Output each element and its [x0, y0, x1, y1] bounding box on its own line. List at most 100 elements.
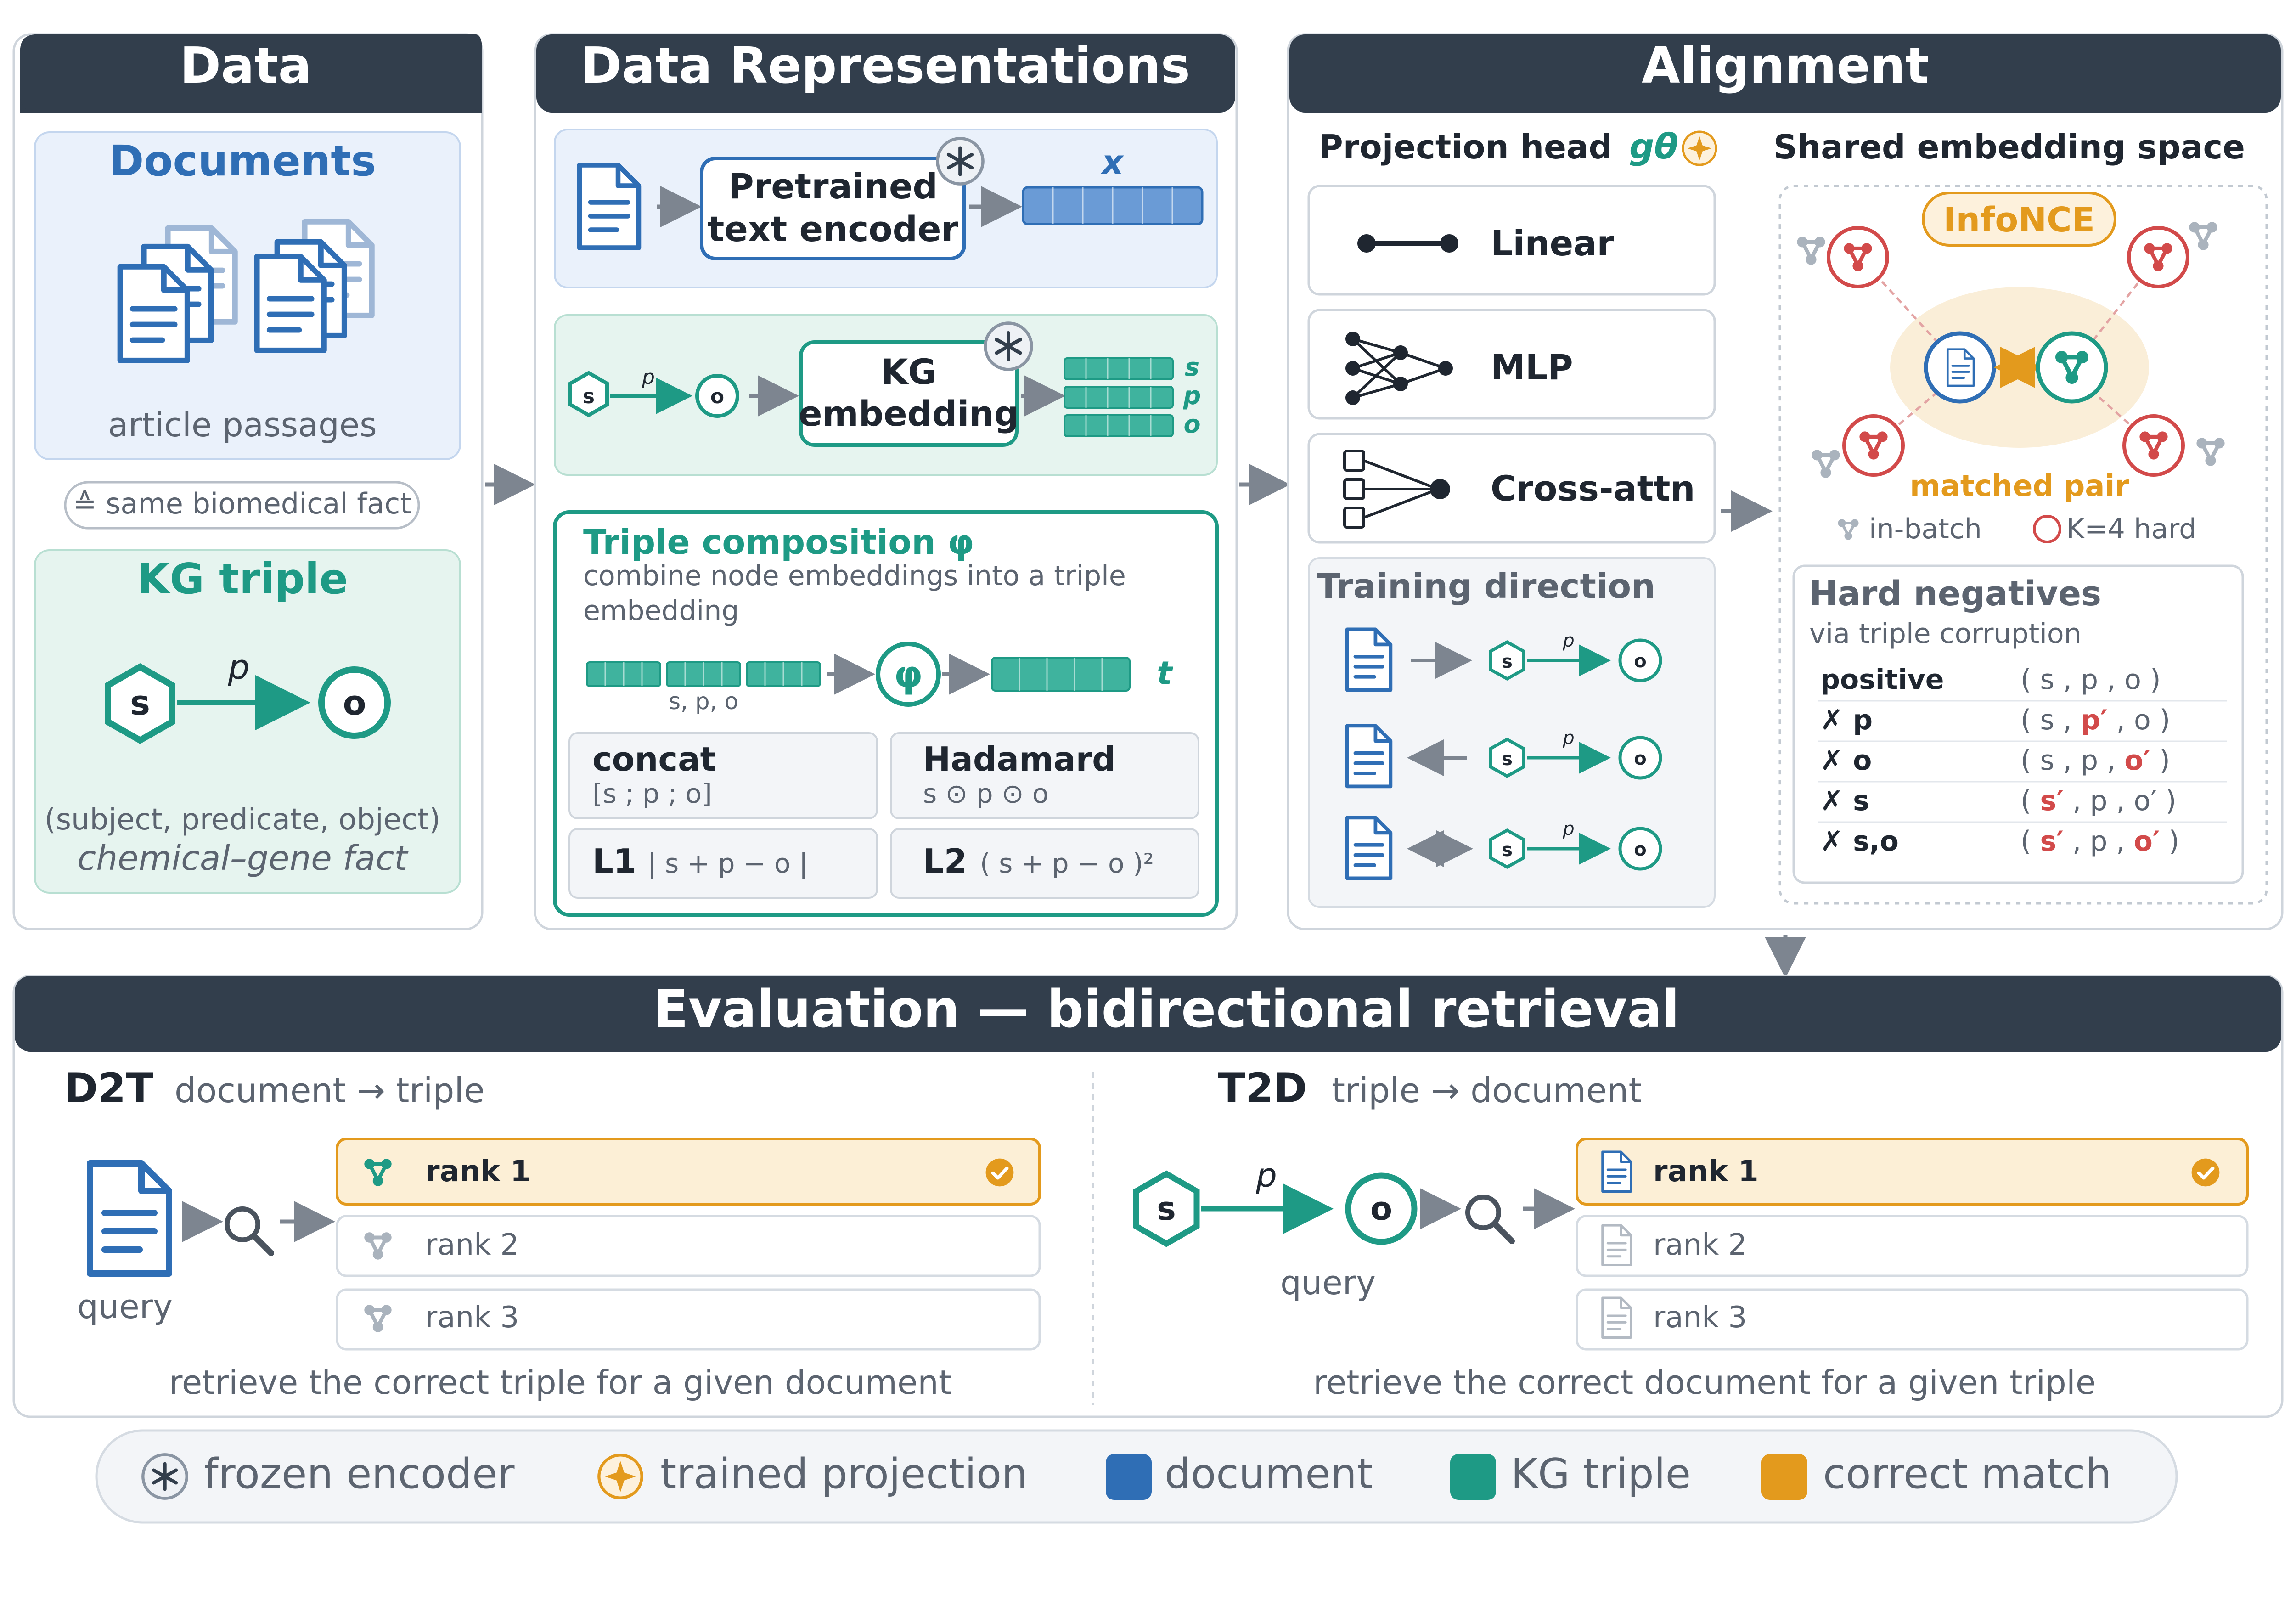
hard-negatives-title: Hard negatives	[1809, 574, 2101, 614]
head-label: Cross-attn	[1491, 468, 1695, 509]
training-direction-box: Training direction s p o s p o s p o	[1308, 557, 1716, 908]
d2t-caption: retrieve the correct triple for a given …	[169, 1363, 951, 1402]
t2d-desc: triple → document	[1332, 1071, 1642, 1110]
rank-label: rank 3	[425, 1301, 519, 1335]
triple-composition-desc-2: embedding	[583, 595, 739, 627]
hard-negative-label: ✗ p	[1820, 704, 1873, 736]
snowflake-icon	[985, 323, 1032, 370]
training-direction-title: Training direction	[1317, 567, 1655, 606]
swatch-blue	[1106, 1454, 1152, 1500]
phi-node	[876, 642, 941, 707]
t2d-rank-1[interactable]: rank 1	[1576, 1138, 2249, 1206]
predicate-label: p	[228, 648, 250, 687]
head-label: MLP	[1491, 347, 1573, 388]
query-subject-label: s	[1157, 1190, 1176, 1228]
hard-negative-triple: ( s′ , p , o′ )	[2020, 785, 2176, 817]
spo-label-s: s	[1185, 353, 1199, 382]
object-node	[318, 666, 391, 739]
head-linear: Linear	[1307, 185, 1716, 296]
swatch-teal	[1450, 1454, 1496, 1500]
t2d-rank-2[interactable]: rank 2	[1576, 1215, 2249, 1277]
snowflake-icon	[143, 1454, 186, 1498]
hard-negative-triple: ( s , p , o )	[2020, 664, 2161, 696]
evaluation-panel: Evaluation — bidirectional retrieval D2T…	[12, 975, 2284, 1418]
check-icon	[2192, 1159, 2220, 1187]
d2t-rank-2[interactable]: rank 2	[336, 1215, 1041, 1277]
training-predicate-label: p	[1562, 727, 1574, 749]
hard-negative-triple: ( s , p , o′ )	[2020, 744, 2170, 777]
method-name: concat	[592, 740, 716, 778]
rank-label: rank 1	[425, 1155, 531, 1189]
legend-trained-projection: trained projection	[660, 1450, 1028, 1498]
projection-head-label: Projection head	[1319, 128, 1612, 166]
t2d-section: T2D triple → document s p o query rank 1…	[1133, 1065, 2249, 1402]
documents-box	[34, 131, 461, 460]
star-icon	[1683, 132, 1716, 165]
data-panel-title: Data	[180, 37, 311, 95]
input-node-vectors	[586, 661, 821, 687]
d2t-rank-1[interactable]: rank 1	[336, 1138, 1041, 1206]
documents-title: Documents	[109, 136, 376, 186]
same-fact-pill	[64, 481, 420, 530]
training-subject-label: s	[1502, 749, 1513, 770]
query-document-icon	[90, 1163, 169, 1274]
rank-label: rank 2	[425, 1228, 519, 1262]
infonce-pill	[1922, 192, 2116, 247]
check-icon	[986, 1159, 1014, 1187]
d2t-code: D2T	[64, 1065, 153, 1112]
hard-negative-triple: ( s′ , p , o′ )	[2020, 825, 2179, 857]
composition-method-l2: L2 ( s + p − o )²	[890, 828, 1199, 899]
method-formula: s ⊙ p ⊙ o	[923, 778, 1048, 809]
composition-method-l1: L1 | s + p − o |	[568, 828, 878, 899]
document-icon	[1603, 1225, 1631, 1265]
hard-negative-node	[1827, 226, 1889, 288]
composition-method-concat: concat [s ; p ; o]	[568, 732, 878, 819]
training-predicate-label: p	[1562, 630, 1574, 651]
spo-label-o: o	[1183, 410, 1200, 439]
kg-caption-fact: chemical–gene fact	[78, 839, 409, 878]
representations-panel: Data Representations Pretrained text enc…	[534, 33, 1290, 930]
phi-label: φ	[894, 653, 923, 696]
kg-triple-box	[34, 549, 461, 894]
hard-negative-label: ✗ s	[1820, 785, 1869, 817]
alignment-title: Alignment	[1642, 37, 1929, 95]
query-predicate-label: p	[1255, 1156, 1277, 1195]
text-encoder-label-1: Pretrained	[728, 166, 938, 207]
t-label: t	[1157, 654, 1173, 692]
small-object-label: o	[710, 385, 724, 408]
snowflake-icon	[938, 139, 983, 184]
spo-label-p: p	[1183, 381, 1201, 410]
kg-caption-spo: (subject, predicate, object)	[45, 803, 441, 837]
training-subject-label: s	[1502, 651, 1513, 672]
t2d-code: T2D	[1218, 1065, 1307, 1112]
swatch-orange	[1761, 1454, 1807, 1500]
hard-negative-node	[2127, 226, 2189, 288]
composition-method-hadamard: Hadamard s ⊙ p ⊙ o	[890, 732, 1199, 819]
method-name: Hadamard	[923, 740, 1116, 778]
star-icon	[599, 1455, 642, 1498]
query-object-label: o	[1370, 1190, 1392, 1228]
triple-composition-title: Triple composition φ	[583, 523, 974, 562]
text-encoder-label-2: text encoder	[708, 209, 959, 249]
d2t-desc: document → triple	[174, 1071, 484, 1110]
triple-embedding-vector	[991, 657, 1131, 692]
head-cross-attn: Cross-attn	[1307, 433, 1716, 544]
d2t-rank-3[interactable]: rank 3	[336, 1288, 1041, 1351]
kg-embedding-label-2: embedding	[799, 393, 1019, 434]
object-label: o	[343, 683, 366, 723]
rank-label: rank 2	[1653, 1228, 1747, 1262]
spo-caption: s, p, o	[669, 688, 738, 715]
t2d-rank-3[interactable]: rank 3	[1576, 1288, 2249, 1351]
training-object-label: o	[1634, 651, 1646, 672]
matched-document-node	[1924, 331, 1996, 404]
text-embedding-vector	[1022, 186, 1204, 225]
document-icon	[580, 165, 639, 248]
kg-triple-graph: s p o	[105, 648, 391, 744]
legend-correct-match: correct match	[1823, 1450, 2111, 1498]
triple-composition-desc-1: combine node embeddings into a triple	[583, 560, 1126, 592]
query-object-node	[1345, 1172, 1418, 1245]
method-name: L1	[592, 842, 636, 880]
in-batch-label: in-batch	[1869, 513, 1982, 545]
head-label: Linear	[1491, 223, 1614, 264]
